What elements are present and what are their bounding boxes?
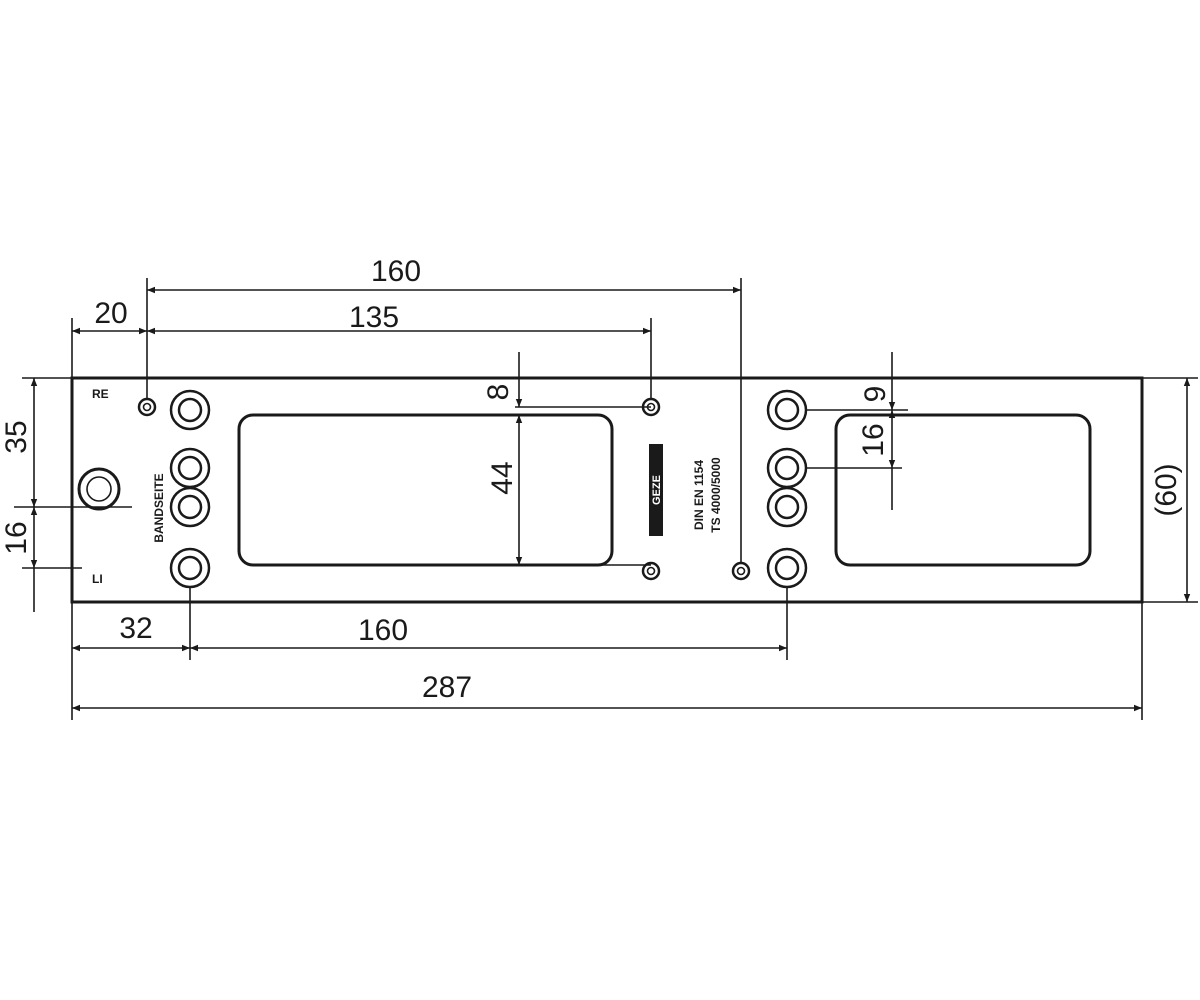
dim-bottom-32: 32: [119, 612, 152, 645]
dim-bottom-160: 160: [358, 614, 408, 647]
dim-top-160: 160: [371, 255, 421, 288]
dim-left-16: 16: [0, 521, 33, 554]
label-standard-2: TS 4000/5000: [709, 457, 723, 533]
dim-top-135: 135: [349, 301, 399, 334]
label-li: LI: [92, 572, 103, 586]
extension-lines: [14, 278, 1198, 720]
svg-text:GEZE: GEZE: [651, 475, 663, 505]
slot-left: [237, 413, 614, 567]
label-bandseite: BANDSEITE: [152, 473, 166, 542]
slot-right: [834, 413, 1092, 567]
dim-left-35: 35: [0, 420, 33, 453]
screw-holes-right: [766, 389, 808, 589]
dim-right-16: 16: [857, 423, 890, 456]
dim-bottom-287: 287: [422, 671, 472, 704]
label-standard-1: DIN EN 1154: [692, 460, 706, 530]
plate-outline: [70, 376, 1144, 604]
dim-right-60: (60): [1150, 463, 1183, 516]
geze-logo: GEZE: [649, 444, 663, 536]
dimension-lines: [30, 286, 1191, 712]
label-re: RE: [92, 387, 109, 401]
dim-inner-8: 8: [482, 384, 515, 401]
dim-right-9: 9: [859, 386, 892, 403]
large-hole: [77, 467, 121, 511]
dim-inner-44: 44: [486, 461, 519, 494]
dim-top-20: 20: [94, 297, 127, 330]
screw-holes-left: [169, 389, 211, 589]
